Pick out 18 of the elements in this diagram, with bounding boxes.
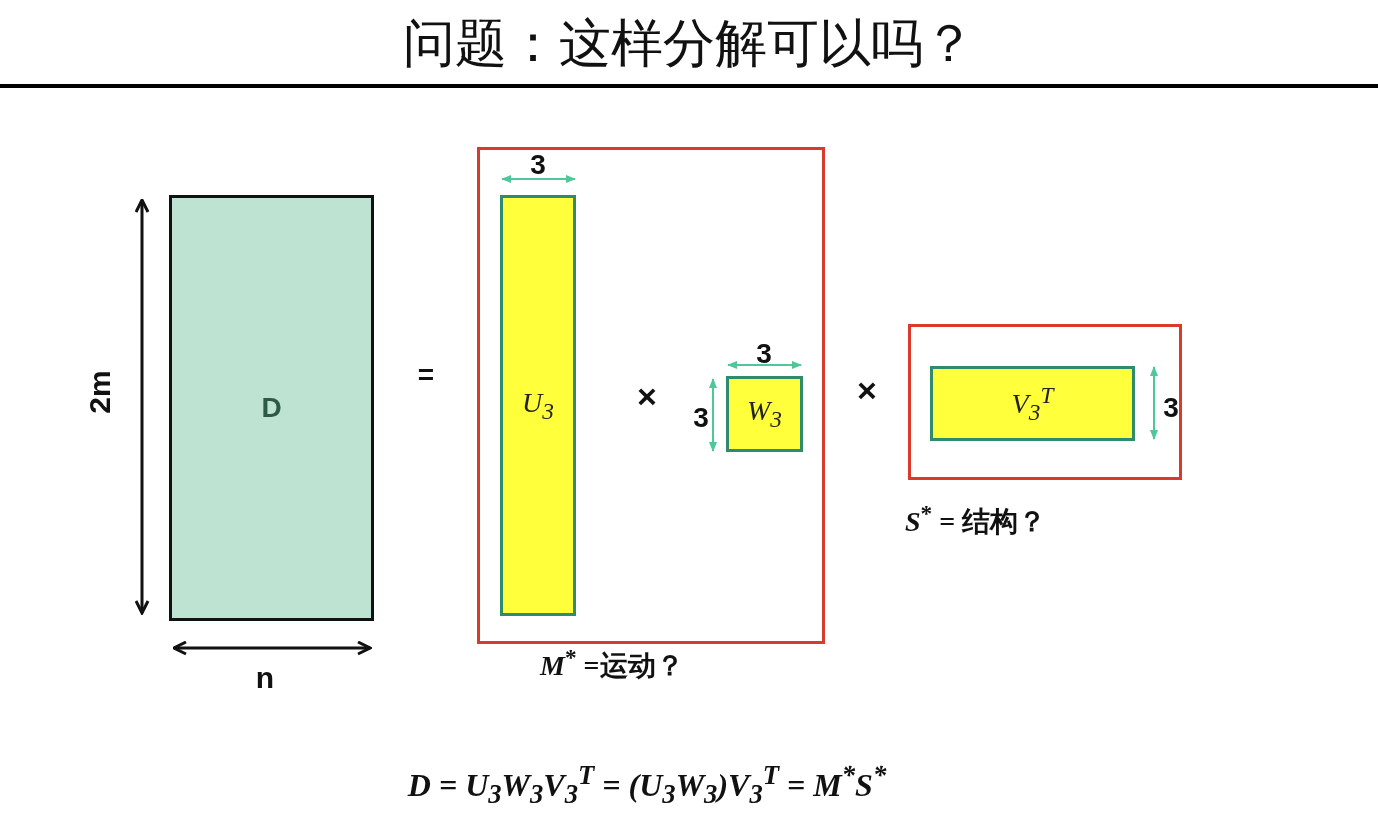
- matrix-block: D: [169, 195, 374, 621]
- matrix-caption: S$^{*}$ = 结构？: [905, 500, 1047, 540]
- operator-sign: ×: [637, 376, 657, 416]
- formula: D = U$_{3}$W$_{3}$V$_{3}$$^{T}$ = (U$_{3}$W$_{3}$)V$_{3}$$^{T}$ = M$^{*}$S$^{*}$: [407, 760, 887, 810]
- dimension-label: 2m: [83, 370, 117, 414]
- operator-sign: ×: [857, 370, 877, 410]
- dimension-label: n: [255, 661, 275, 695]
- title: 问题：这样分解可以吗？: [403, 13, 975, 74]
- operator-sign: =: [417, 359, 435, 391]
- matrix-block: U$_{3}$: [500, 195, 576, 616]
- dimension-label: 3: [530, 149, 546, 181]
- grouping-frame: [908, 324, 1182, 480]
- matrix-caption: M$^{*}$ =运动？: [540, 644, 684, 684]
- dimension-label: 3: [756, 338, 772, 370]
- dimension-label: 3: [1163, 392, 1179, 424]
- grouping-frame: [477, 147, 825, 644]
- dimension-label: 3: [693, 402, 709, 434]
- matrix-block: W$_{3}$: [726, 376, 803, 452]
